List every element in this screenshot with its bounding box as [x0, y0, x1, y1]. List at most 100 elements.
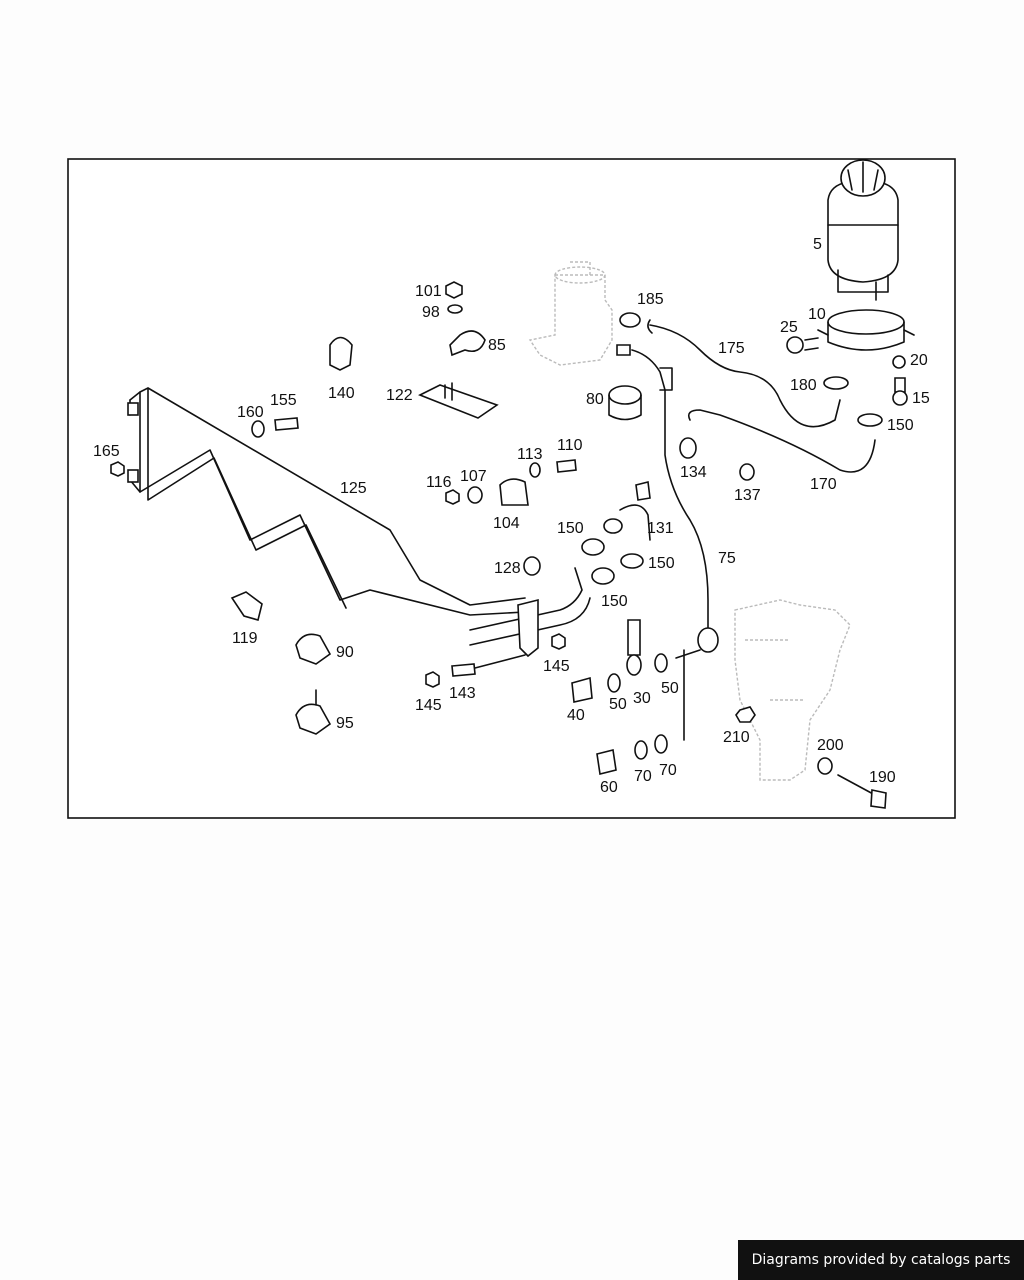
label-150-a: 150 [557, 520, 584, 537]
clip-104 [499, 478, 529, 506]
label-20: 20 [910, 352, 928, 369]
label-113: 113 [517, 446, 543, 463]
washer-107 [467, 486, 483, 504]
label-85: 85 [488, 337, 506, 354]
label-155: 155 [270, 392, 297, 409]
bolt-15 [894, 377, 906, 393]
washer-160 [251, 420, 265, 438]
label-190: 190 [869, 769, 896, 786]
fitting-banjo [616, 344, 631, 356]
bolt-60 [596, 749, 617, 775]
label-150-c: 150 [601, 593, 628, 610]
clip-85 [449, 330, 486, 357]
clamp-180 [823, 376, 849, 390]
label-90: 90 [336, 644, 354, 661]
label-70-b: 70 [659, 762, 677, 779]
label-50-a: 50 [609, 696, 627, 713]
nut-116 [445, 489, 460, 505]
reservoir-5 [827, 159, 899, 301]
label-175: 175 [718, 340, 745, 357]
clip-119 [230, 591, 263, 621]
label-110: 110 [557, 437, 583, 454]
nut-101 [445, 281, 463, 299]
label-200: 200 [817, 737, 844, 754]
hose-75 [631, 349, 709, 631]
label-170: 170 [810, 476, 837, 493]
label-125: 125 [340, 480, 367, 497]
elbow-131 [619, 504, 651, 541]
label-107: 107 [460, 468, 487, 485]
label-143: 143 [449, 685, 476, 702]
washer-70-b [654, 734, 668, 754]
line-170 [687, 409, 876, 473]
washer-50-b [654, 653, 668, 673]
bolt-143 [451, 663, 476, 677]
label-98: 98 [422, 304, 440, 321]
label-122: 122 [386, 387, 413, 404]
label-15: 15 [912, 390, 930, 407]
washer-98 [447, 304, 463, 314]
washer-128 [523, 556, 541, 576]
washer-20 [892, 355, 906, 369]
label-70-a: 70 [634, 768, 652, 785]
hose-175 [649, 324, 841, 428]
bracket-mount [517, 598, 539, 658]
clamp-95 [295, 703, 332, 735]
grommet-137 [739, 463, 755, 481]
label-75: 75 [718, 550, 736, 567]
label-101: 101 [415, 283, 442, 300]
credit-banner[interactable]: Diagrams provided by catalogs parts [738, 1240, 1024, 1280]
label-25: 25 [780, 319, 798, 336]
label-210: 210 [723, 729, 750, 746]
label-116: 116 [426, 474, 452, 491]
sleeve-fitting [635, 481, 651, 501]
grommet-134 [679, 437, 697, 459]
label-104: 104 [493, 515, 520, 532]
label-80: 80 [586, 391, 604, 408]
bolt-190 [837, 774, 876, 796]
clamp-150-right [857, 413, 883, 427]
label-150-b: 150 [648, 555, 675, 572]
label-131: 131 [647, 520, 674, 537]
callout-labels: 5 10 15 20 25 30 40 50 50 60 70 70 75 80… [93, 236, 930, 796]
tube-frame-125 [127, 387, 526, 616]
label-150-d: 150 [887, 417, 914, 434]
label-60: 60 [600, 779, 618, 796]
clamp-90 [295, 633, 332, 665]
label-128: 128 [494, 560, 521, 577]
bolt-110 [556, 459, 577, 473]
label-95: 95 [336, 715, 354, 732]
label-30: 30 [633, 690, 651, 707]
bolt-25 [804, 337, 819, 351]
bracket-10 [817, 309, 915, 351]
nut-25 [786, 336, 804, 354]
pump-outline [528, 261, 613, 366]
label-119: 119 [232, 630, 258, 647]
label-10: 10 [808, 306, 826, 323]
clamp-150-b [591, 567, 615, 585]
clamp-150-a [581, 538, 605, 556]
label-160: 160 [237, 404, 264, 421]
bolt-155 [274, 417, 299, 431]
label-50-b: 50 [661, 680, 679, 697]
washer-50-a [607, 673, 621, 693]
damper-80 [608, 385, 642, 421]
label-165: 165 [93, 443, 120, 460]
washer-200 [817, 757, 833, 775]
washer-113 [529, 462, 541, 478]
plate-122 [418, 384, 499, 419]
nut-210 [735, 706, 756, 723]
clamp-150-c [620, 553, 644, 569]
nut-165 [110, 461, 125, 477]
washer-70-a [634, 740, 648, 760]
nut-145-left [425, 671, 440, 688]
label-137: 137 [734, 487, 761, 504]
nut-145-right [551, 633, 566, 650]
clip-140 [329, 336, 353, 371]
clamp-185 [619, 312, 641, 328]
bolt-40 [571, 676, 593, 703]
union-30 [627, 619, 641, 656]
label-140: 140 [328, 385, 355, 402]
label-40: 40 [567, 707, 585, 724]
